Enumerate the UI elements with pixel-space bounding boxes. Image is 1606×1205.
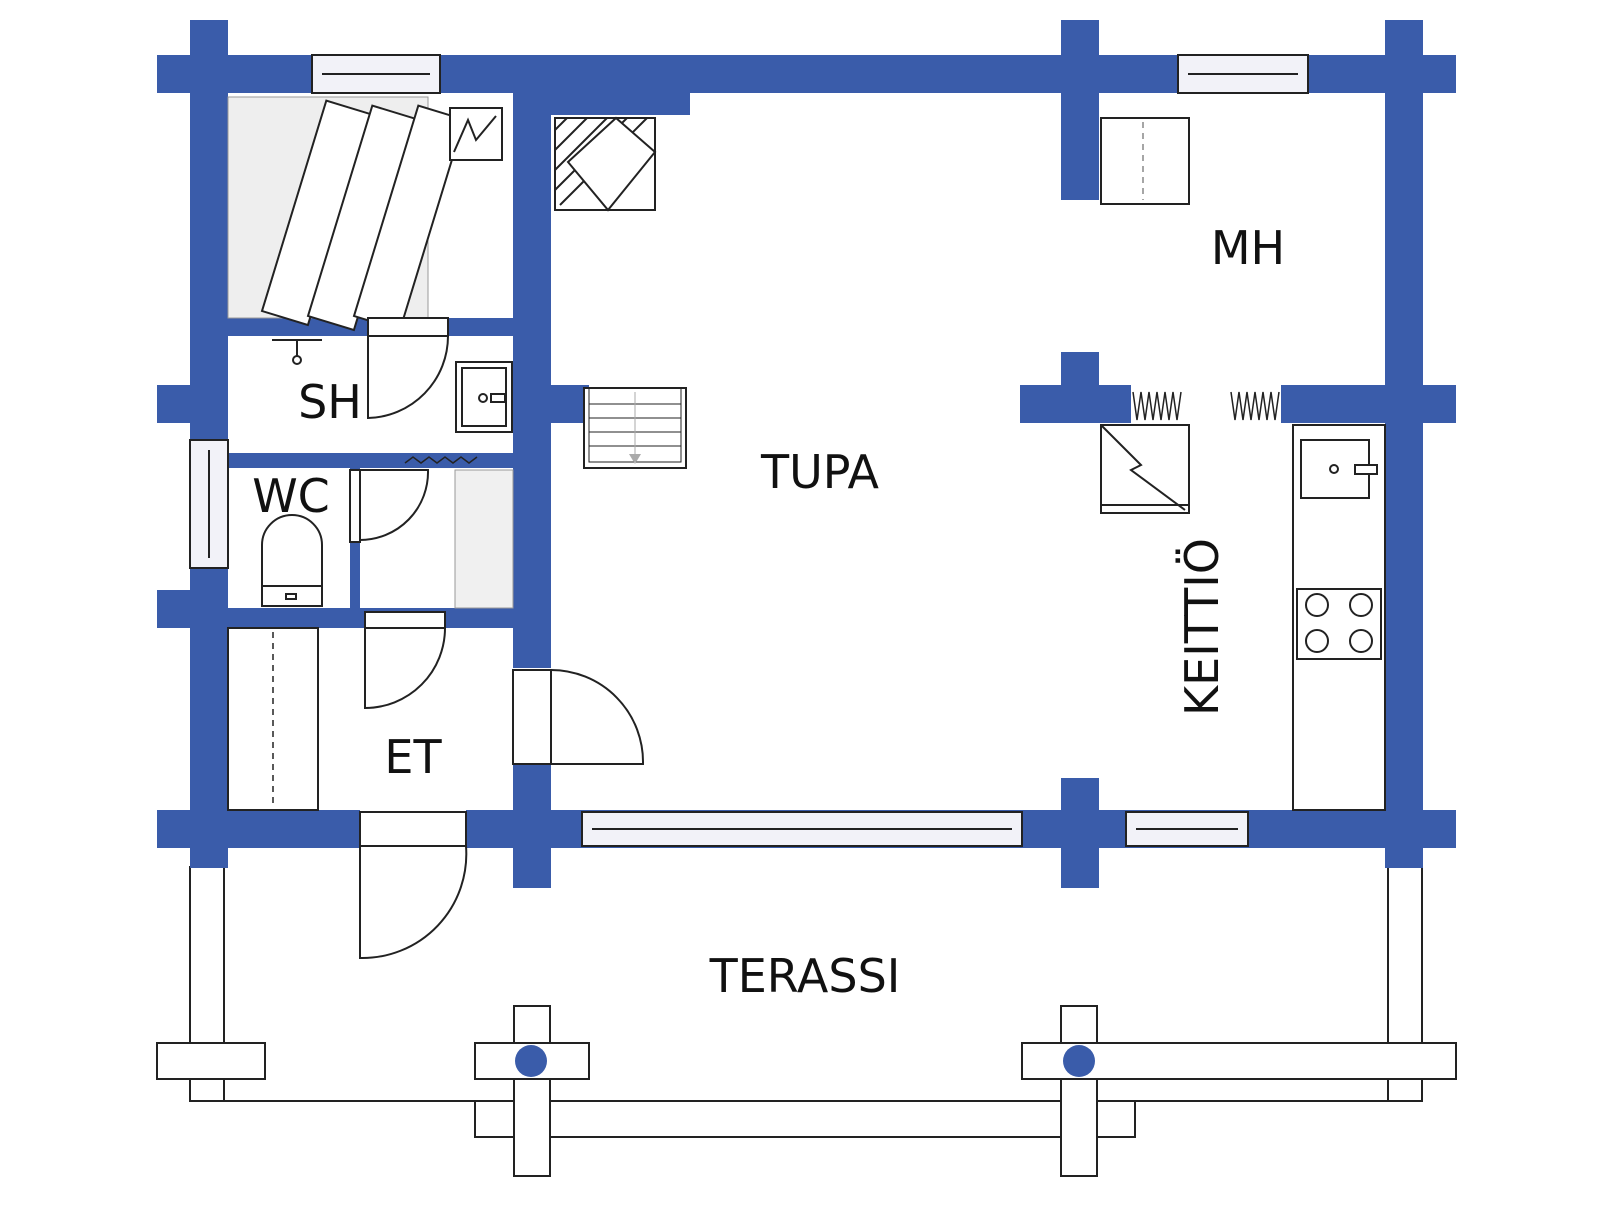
windows — [189, 54, 1309, 847]
closet-mh — [1132, 391, 1280, 421]
pillar-dot-1 — [515, 1045, 547, 1077]
sauna-stove-icon — [449, 107, 503, 161]
opening-keittio — [1061, 423, 1099, 778]
terrace-pillar-2 — [1060, 1005, 1098, 1177]
sink-icon — [455, 361, 513, 433]
room-label-terassi: TERASSI — [709, 949, 901, 1003]
sink-icon — [1300, 439, 1378, 499]
door-wc[interactable] — [349, 469, 430, 543]
room-label-et: ET — [384, 730, 442, 784]
room-label-sh: SH — [298, 375, 362, 429]
room-label-mh: MH — [1211, 221, 1285, 275]
room-label-keittio: KEITTIÖ — [1175, 538, 1229, 716]
door-et-wc[interactable] — [364, 611, 446, 710]
terrace-step — [474, 1100, 1136, 1138]
room-label-wc: WC — [252, 469, 330, 523]
toilet-icon — [261, 514, 323, 607]
pillar-dot-2 — [1063, 1045, 1095, 1077]
wall-partition-stub — [513, 840, 551, 888]
wall-stub — [157, 590, 193, 628]
wall-right — [1385, 20, 1423, 868]
wall-mh-west — [1061, 20, 1099, 200]
opening-mh — [1061, 200, 1099, 352]
wall-partition-top — [513, 93, 690, 115]
stairs — [583, 387, 687, 469]
bed-mh — [1100, 117, 1190, 205]
closet-et — [404, 456, 514, 609]
shower-fixture — [272, 339, 322, 365]
wall-sh-wc — [228, 453, 513, 468]
door-et-tupa[interactable] — [512, 669, 645, 765]
electric-stove-icon — [1100, 424, 1190, 514]
wall-stub — [551, 385, 589, 423]
fireplace-icon — [554, 116, 657, 212]
door-sh[interactable] — [367, 317, 449, 420]
terrace-structure — [156, 866, 1457, 1177]
terrace-beam-left — [156, 1042, 266, 1080]
terrace-pillar-1 — [513, 1005, 551, 1177]
room-label-tupa: TUPA — [760, 445, 880, 499]
door-entrance[interactable] — [359, 811, 468, 960]
wall-stub — [157, 385, 193, 423]
wardrobe-et — [227, 627, 319, 811]
cooktop-icon — [1296, 588, 1382, 660]
wall-wc-et — [190, 608, 513, 628]
sauna-benches — [227, 96, 466, 332]
wall-keittio-west — [1061, 778, 1099, 888]
